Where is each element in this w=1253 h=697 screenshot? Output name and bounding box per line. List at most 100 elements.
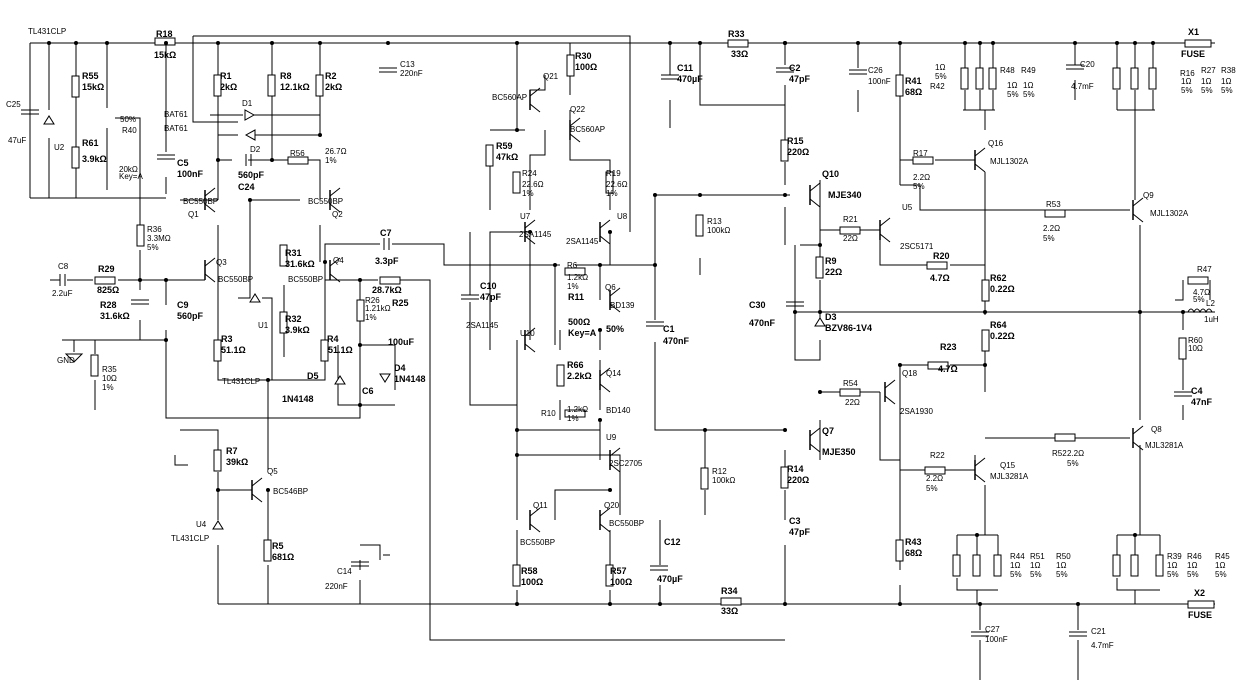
label-r22t: 5% (926, 484, 938, 493)
label-q16t: MJL1302A (990, 157, 1029, 166)
junction-dot-52 (818, 243, 822, 247)
diode-4 (379, 373, 391, 383)
label-r27: R27 (1201, 66, 1216, 75)
label-r49: R49 (1021, 66, 1036, 75)
resistor-v-14 (566, 54, 575, 77)
junction-dot-37 (608, 230, 612, 234)
transistor-10 (609, 287, 621, 313)
label-q5: Q5 (267, 467, 278, 476)
junction-dot-63 (1181, 310, 1185, 314)
label-r8: R8 (280, 71, 292, 81)
capacitor-7 (971, 631, 989, 637)
label-r28v: 31.6kΩ (100, 311, 130, 321)
junction-dot-65 (1133, 533, 1137, 537)
label-q14: Q14 (606, 369, 622, 378)
label-r17t: 5% (913, 182, 925, 191)
junction-dot-1 (74, 41, 78, 45)
label-r32v: 3.9kΩ (285, 325, 310, 335)
label-r50t: 5% (1056, 570, 1068, 579)
label-r12v: 100kΩ (712, 476, 735, 485)
label-c4: C4 (1191, 386, 1203, 396)
label-r12: R12 (712, 467, 727, 476)
label-r5v: 681Ω (272, 552, 294, 562)
resistor-v-6 (90, 354, 99, 377)
resistor-v-19 (780, 139, 789, 162)
label-r64: R64 (990, 320, 1007, 330)
label-r21: R21 (843, 215, 858, 224)
label-c24v: 560pF (238, 170, 265, 180)
label-r32: R32 (285, 314, 302, 324)
label-q6: Q6 (605, 283, 616, 292)
label-r17: R17 (913, 149, 928, 158)
label-r43: R43 (905, 537, 922, 547)
label-r1v: 2kΩ (220, 82, 237, 92)
label-c12: C12 (664, 537, 681, 547)
junction-dot-41 (598, 328, 602, 332)
transistor-19 (974, 147, 986, 173)
label-c10: C10 (480, 281, 497, 291)
junction-dot-3 (164, 41, 168, 45)
label-r50: R50 (1056, 552, 1071, 561)
resistor-v-10 (279, 311, 288, 334)
resistor-v-9 (279, 244, 288, 267)
junction-dot-67 (1076, 602, 1080, 606)
transistor-21 (974, 457, 986, 483)
label-q2: Q2 (332, 210, 343, 219)
junction-dot-64 (975, 533, 979, 537)
label-r1: R1 (220, 71, 232, 81)
label-r22v: 2.2Ω (926, 474, 943, 483)
label-r49v: 1Ω (1023, 81, 1033, 90)
label-r26t: 1% (365, 313, 377, 322)
label-r31v: 31.6kΩ (285, 259, 315, 269)
label-r53t: 5% (1043, 234, 1055, 243)
label-r10v: 1.2kΩ (567, 405, 588, 414)
junction-dot-46 (658, 602, 662, 606)
label-r3: R3 (221, 334, 233, 344)
junction-dot-59 (898, 363, 902, 367)
label-r29: R29 (98, 264, 115, 274)
label-r29v: 825Ω (97, 285, 119, 295)
label-r57: R57 (610, 566, 627, 576)
label-r20v: 4.7Ω (930, 273, 950, 283)
label-r52v: 2.2Ω (1067, 449, 1084, 458)
label-r42v: 1Ω (935, 63, 945, 72)
label-r39t: 5% (1167, 570, 1179, 579)
label-c27v: 100nF (985, 635, 1008, 644)
label-l2: L2 (1206, 299, 1215, 308)
label-bat2: BAT61 (164, 124, 188, 133)
label-q1t: BC550BP (183, 197, 218, 206)
label-r36t: 5% (147, 243, 159, 252)
label-r16: R16 (1180, 69, 1195, 78)
capacitor-2 (379, 67, 397, 73)
label-r36v: 3.3MΩ (147, 234, 171, 243)
resistor-h-10 (1054, 433, 1076, 442)
resistor-v-26 (981, 329, 990, 352)
resistor-v-4 (267, 74, 276, 97)
resistor-v-12 (213, 449, 222, 472)
label-r6t: 1% (567, 282, 579, 291)
label-r59v: 47kΩ (496, 152, 518, 162)
junction-dot-44 (515, 453, 519, 457)
capacitor-14 (786, 301, 804, 307)
resistor-v-1 (71, 146, 80, 169)
label-u9t: 2SC2705 (609, 459, 643, 468)
label-r43v: 68Ω (905, 548, 922, 558)
junction-dot-17 (1073, 41, 1077, 45)
resistor-v-17 (605, 171, 614, 194)
junction-dot-43 (515, 428, 519, 432)
label-r17v: 2.2Ω (913, 173, 930, 182)
label-r61v: 3.9kΩ (82, 154, 107, 164)
label-r10: R10 (541, 409, 556, 418)
junction-dot-49 (653, 193, 657, 197)
label-q7t: MJE350 (822, 447, 856, 457)
resistor-h-2 (287, 156, 309, 165)
junction-dot-31 (358, 403, 362, 407)
label-r18v: 15kΩ (154, 50, 176, 60)
label-r45v: 1Ω (1215, 561, 1225, 570)
resistor-v-22 (700, 467, 709, 490)
label-c11v: 470µF (677, 74, 703, 84)
label-r19t: 1% (606, 189, 618, 198)
label-r9v: 22Ω (825, 267, 842, 277)
transistor-1 (329, 187, 341, 213)
label-r51t: 5% (1030, 570, 1042, 579)
